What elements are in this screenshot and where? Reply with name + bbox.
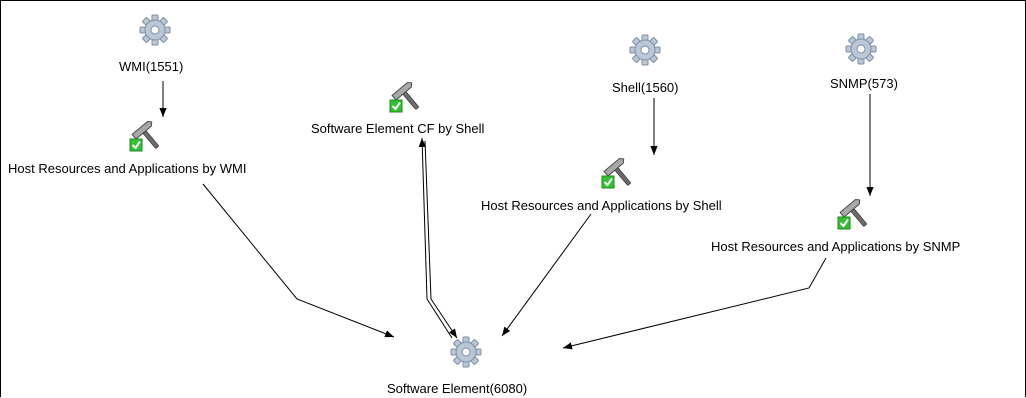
node-label: Shell(1560) <box>612 80 679 95</box>
node-label: Host Resources and Applications by WMI <box>8 161 247 176</box>
gear-icon <box>139 14 171 46</box>
node-label: Host Resources and Applications by SNMP <box>711 239 961 254</box>
edge-hr-snmp-to-sw-element[interactable] <box>562 257 827 350</box>
edge-hr-shell-to-sw-element[interactable] <box>501 213 592 337</box>
gear-icon <box>845 33 877 65</box>
node-label: Host Resources and Applications by Shell <box>481 198 722 213</box>
edge-sw-element-to-sw-cf-shell[interactable] <box>418 137 453 339</box>
hammer-check-icon <box>837 199 867 230</box>
node-label: Software Element CF by Shell <box>311 121 485 136</box>
node-label: SNMP(573) <box>830 76 898 91</box>
hammer-check-icon <box>601 158 631 189</box>
node-label: WMI(1551) <box>119 59 184 74</box>
edge-sw-cf-shell-to-sw-element[interactable] <box>424 140 458 339</box>
hammer-check-icon <box>389 82 419 113</box>
gear-icon <box>629 34 661 66</box>
edge-hr-wmi-to-sw-element[interactable] <box>202 183 395 338</box>
hammer-check-icon <box>129 121 159 152</box>
gear-icon <box>450 336 482 368</box>
node-label: Software Element(6080) <box>387 381 528 396</box>
